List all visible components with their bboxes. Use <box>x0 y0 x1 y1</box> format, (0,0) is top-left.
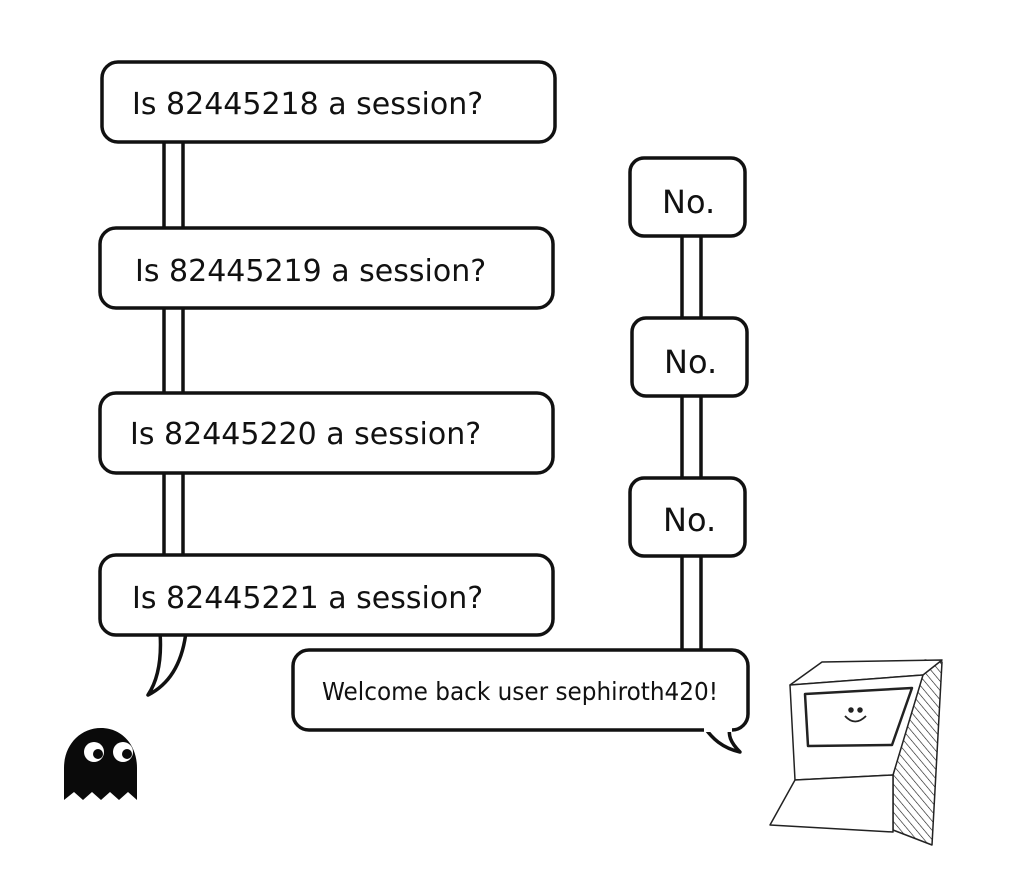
answer-text: No. <box>664 343 717 381</box>
computer-terminal-icon <box>769 659 943 846</box>
answer-bubble: No. <box>628 476 747 558</box>
question-text: Is 82445220 a session? <box>130 417 481 452</box>
answer-text: No. <box>662 183 715 221</box>
question-bubble: Is 82445220 a session? <box>98 391 555 475</box>
welcome-bubble: Welcome back user sephiroth420! <box>291 648 750 754</box>
answer-thread-connectors <box>680 231 703 655</box>
answer-text: No. <box>663 501 716 539</box>
question-text: Is 82445218 a session? <box>132 87 483 122</box>
answer-bubble: No. <box>630 316 749 398</box>
question-bubble: Is 82445218 a session? <box>100 60 557 144</box>
answer-bubble: No. <box>628 156 747 238</box>
question-text: Is 82445219 a session? <box>135 254 486 289</box>
question-tail <box>146 630 188 697</box>
welcome-text: Welcome back user sephiroth420! <box>322 677 718 706</box>
question-bubble: Is 82445221 a session? <box>98 553 555 637</box>
ghost-icon <box>64 728 137 800</box>
question-text: Is 82445221 a session? <box>132 581 483 616</box>
question-bubble: Is 82445219 a session? <box>98 226 555 310</box>
question-thread-connectors <box>162 138 185 564</box>
